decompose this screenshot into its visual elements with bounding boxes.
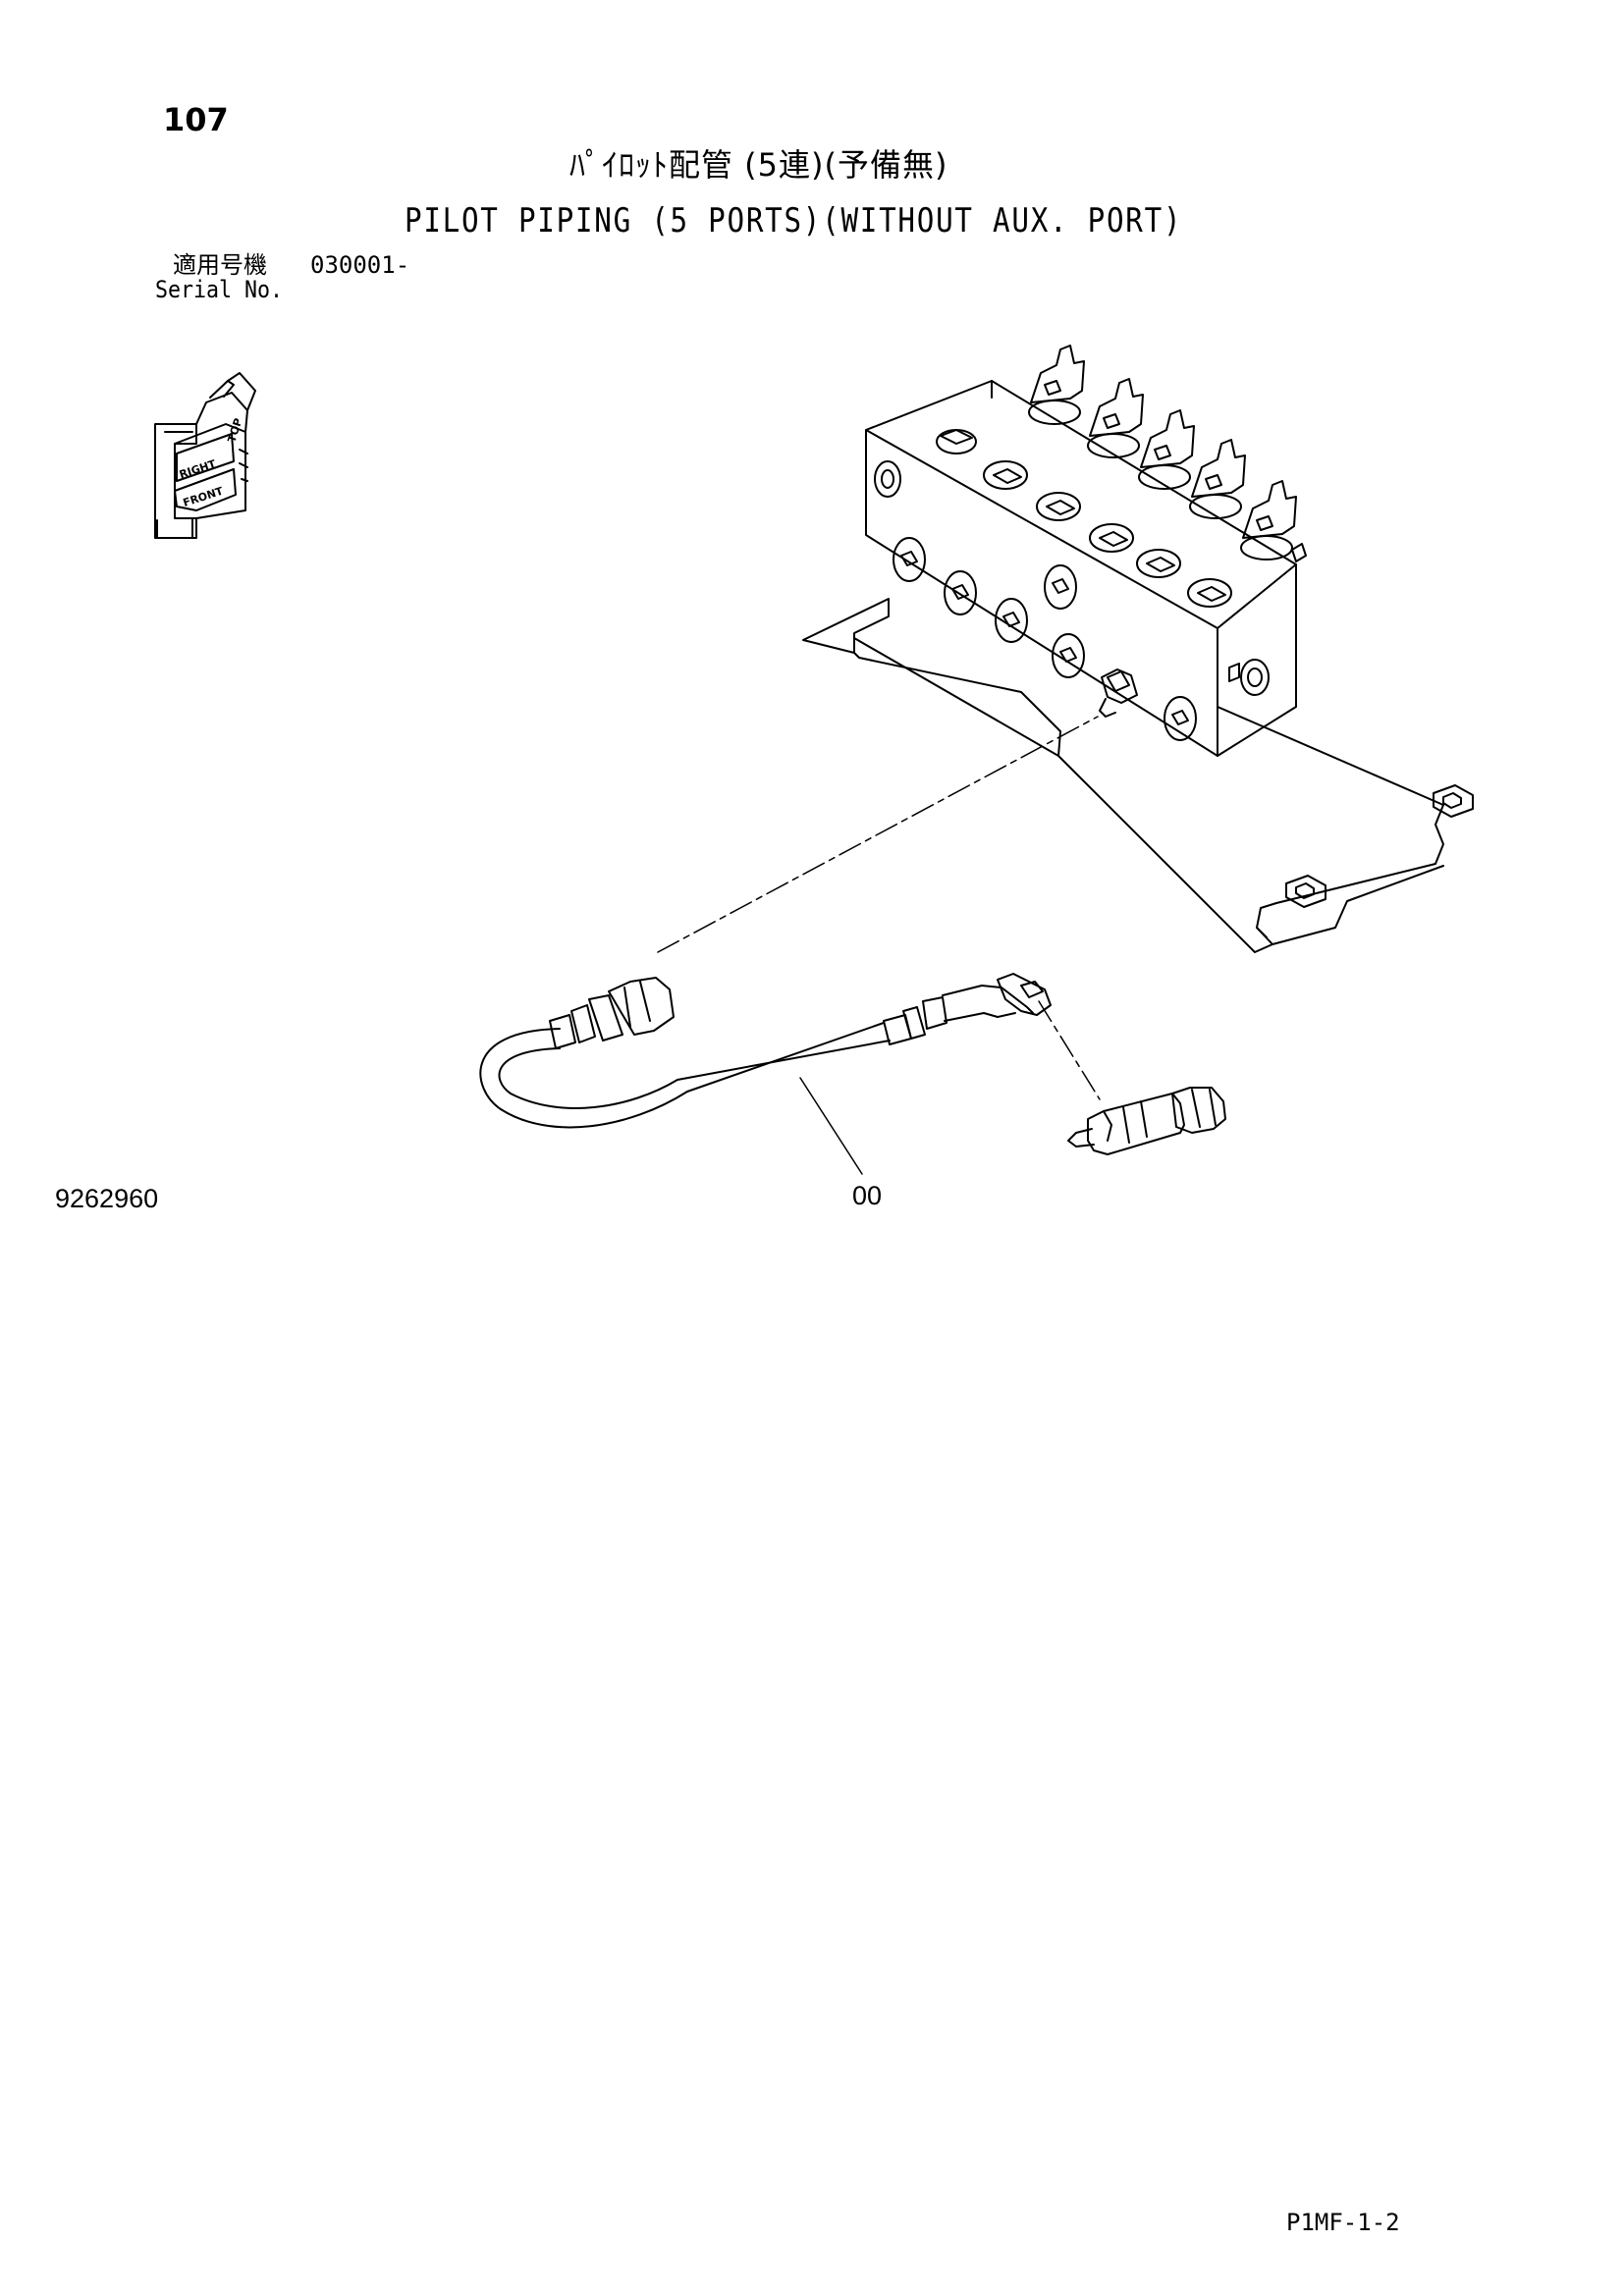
orientation-cube-icon: TOP RIGHT FRONT: [154, 372, 256, 539]
mounting-plate: [802, 598, 1474, 953]
page-number: 107: [163, 101, 229, 138]
valve-block: [865, 380, 1297, 757]
title-japanese: ﾊﾟｲﾛｯﾄ配管 (5連)(予備無): [569, 146, 948, 184]
assembly-line-lower: [1038, 1000, 1101, 1100]
serial-label-english: Serial No.: [155, 276, 284, 303]
adapter-fitting: [1067, 1087, 1226, 1155]
serial-number-value: 030001-: [310, 251, 410, 279]
serial-label-japanese: 適用号機: [173, 251, 267, 279]
assembly-line-upper: [657, 716, 1099, 953]
orientation-label-front: FRONT: [182, 484, 225, 509]
part-number: 9262960: [55, 1184, 159, 1213]
hose-assembly: [479, 973, 1052, 1175]
footer-code: P1MF-1-2: [1286, 2209, 1400, 2236]
callout-label: 00: [852, 1181, 883, 1210]
title-english: PILOT PIPING (5 PORTS)(WITHOUT AUX. PORT…: [405, 201, 1183, 240]
top-fittings: [1028, 345, 1307, 562]
